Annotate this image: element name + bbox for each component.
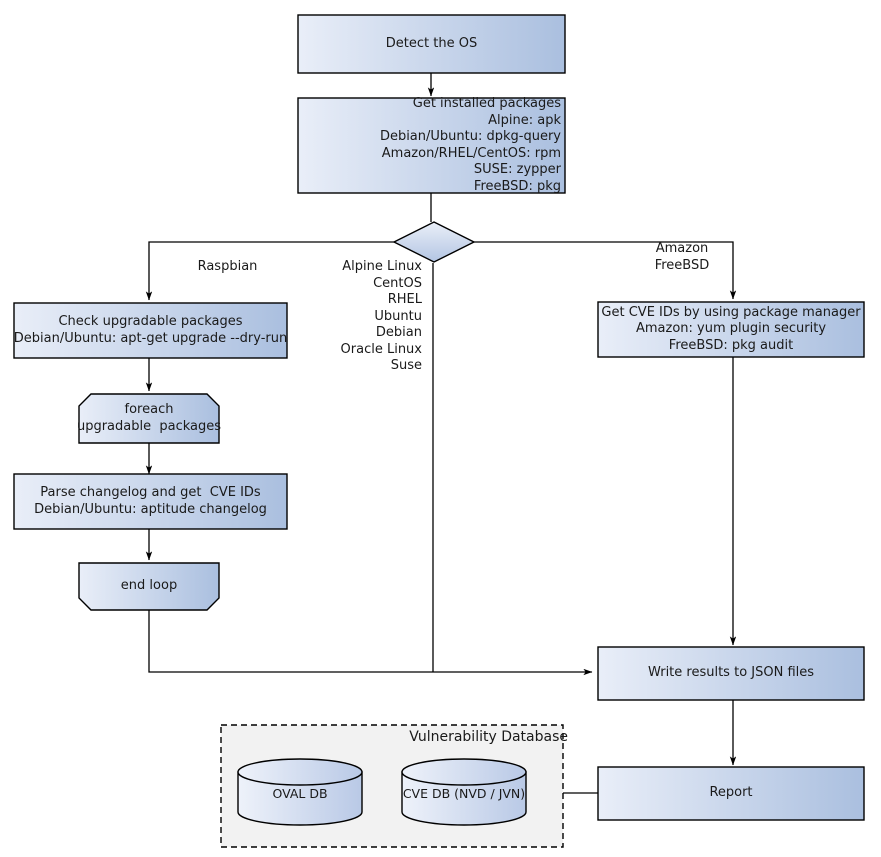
node-get-installed-packages[interactable] (297, 97, 566, 194)
db-label-cve: CVE DB (NVD / JVN) (402, 786, 526, 801)
edge-endloop-to-write (148, 610, 593, 676)
node-detect-os[interactable] (297, 14, 566, 74)
edge-label-raspbian: Raspbian (197, 259, 258, 274)
edge-decision-amazon-freebsd (474, 241, 737, 300)
node-os-decision-diamond[interactable] (392, 221, 476, 263)
node-check-upgradable-packages[interactable] (13, 302, 288, 359)
db-label-oval: OVAL DB (272, 786, 328, 801)
node-report[interactable] (597, 766, 865, 821)
node-get-cve-ids[interactable] (597, 301, 865, 358)
vulnerability-database-title: Vulnerability Database (409, 729, 568, 745)
db-cylinder-cve[interactable] (401, 758, 527, 826)
node-end-loop[interactable] (78, 562, 220, 611)
node-parse-changelog[interactable] (13, 473, 288, 530)
edge-decision-raspbian (145, 241, 394, 301)
node-write-results[interactable] (597, 646, 865, 701)
db-cylinder-oval[interactable] (237, 758, 363, 826)
node-foreach-loop-start[interactable] (78, 393, 220, 444)
